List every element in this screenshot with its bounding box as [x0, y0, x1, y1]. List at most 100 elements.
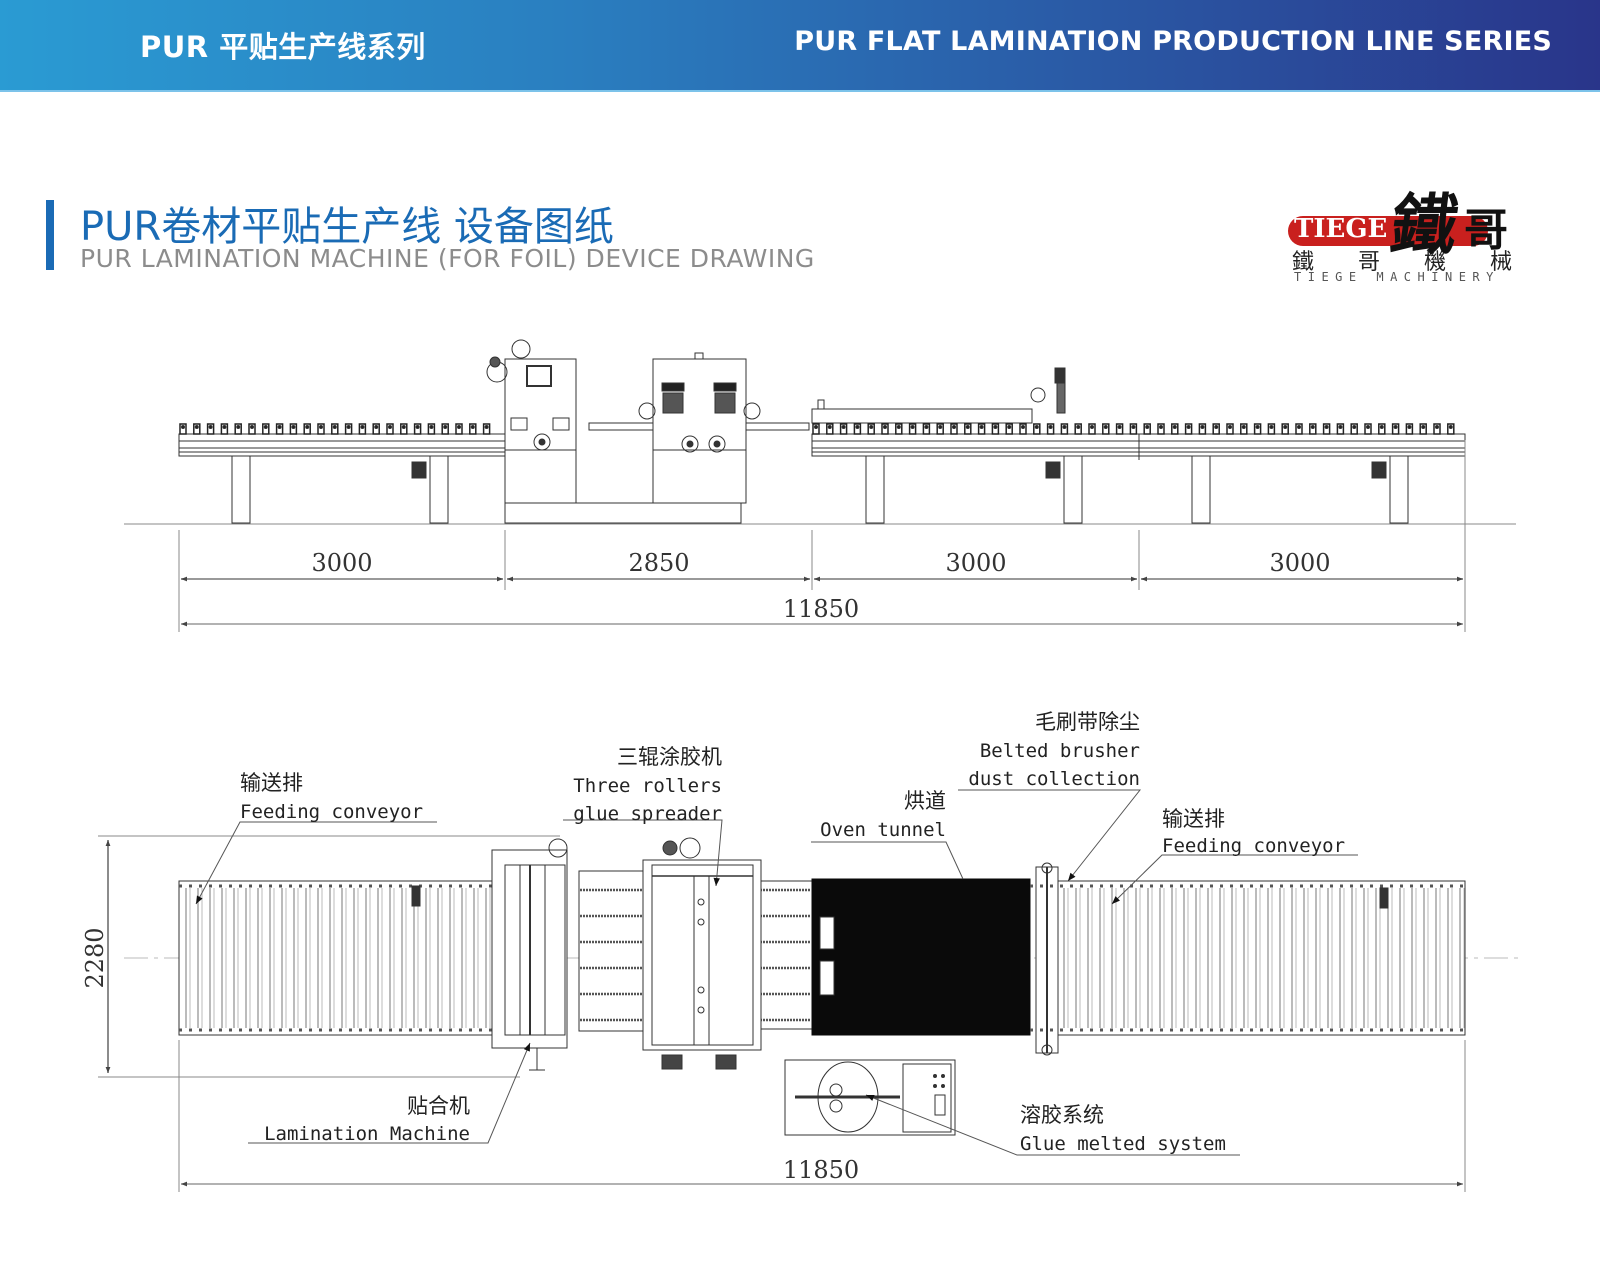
- roller-axle: [319, 425, 323, 429]
- side-lamination-machine: [486, 339, 577, 523]
- roller-axle: [1090, 425, 1094, 429]
- roller-axle: [346, 425, 351, 429]
- label-glue-melted-en: Glue melted system: [1020, 1133, 1226, 1155]
- roller-axle: [869, 425, 874, 429]
- logo-subtitle: TIEGE MACHINERY: [1294, 270, 1500, 284]
- roller-axle: [277, 425, 282, 429]
- label-feeding-conveyor-right-en: Feeding conveyor: [1162, 835, 1345, 857]
- side-rollers-left: [179, 423, 491, 435]
- top-conveyor-left: [178, 880, 506, 1036]
- banner-title-cn: PUR 平贴生产线系列: [140, 30, 426, 64]
- roller-axle: [194, 425, 199, 429]
- roller-axle: [1200, 425, 1205, 429]
- roller-axle: [1021, 425, 1025, 429]
- label-glue-spreader-cn: 三辊涂胶机: [617, 745, 722, 769]
- transfer-rail: [588, 422, 654, 431]
- dim-segment-4: 3000: [1269, 549, 1330, 577]
- roller-axle: [979, 425, 984, 429]
- roller-axle: [1048, 425, 1053, 429]
- dim-segment-3: 3000: [945, 549, 1006, 577]
- top-glue-spreader: [642, 837, 762, 1070]
- top-slats-left: [185, 888, 491, 1028]
- label-lamination-machine-en: Lamination Machine: [264, 1123, 470, 1145]
- roller-axle: [250, 425, 254, 429]
- roller-axle: [1435, 425, 1439, 429]
- roller-axle: [841, 425, 846, 429]
- roller-axle: [374, 425, 379, 429]
- roller-axle: [1283, 425, 1288, 429]
- roller-axle: [470, 425, 475, 429]
- roller-axle: [222, 425, 227, 429]
- motor-icon: [1379, 887, 1389, 909]
- dim-width-2280: 2280: [81, 927, 109, 988]
- roller-axle: [1269, 425, 1274, 429]
- transfer-rail: [740, 422, 810, 431]
- roller-axle: [1352, 425, 1357, 429]
- roller-axle: [429, 425, 434, 429]
- label-glue-melted-cn: 溶胶系统: [1020, 1103, 1104, 1127]
- roller-axle: [1338, 425, 1343, 429]
- conveyor-leg: [1389, 455, 1409, 524]
- side-conveyor-left: [178, 423, 506, 524]
- roller-axle: [1448, 425, 1453, 429]
- motor-icon: [411, 461, 427, 479]
- header-banner: PUR 平贴生产线系列 PUR FLAT LAMINATION PRODUCTI…: [0, 0, 1600, 92]
- conveyor-leg: [429, 455, 449, 524]
- roller-axle: [814, 425, 818, 429]
- leader-lines: [195, 789, 1358, 1156]
- logo-brush-char-2: 哥: [1464, 205, 1508, 256]
- roller-axle: [1062, 425, 1067, 429]
- banner-title-en: PUR FLAT LAMINATION PRODUCTION LINE SERI…: [794, 26, 1552, 57]
- machine-base: [504, 502, 742, 524]
- conveyor-leg: [1191, 455, 1211, 524]
- roller-axle: [332, 425, 337, 429]
- top-view: [98, 789, 1520, 1192]
- dim-segment-1: 3000: [311, 549, 372, 577]
- dim-segment-2: 2850: [628, 549, 689, 577]
- side-rollers-right: [812, 423, 1455, 435]
- roller-axle: [993, 425, 998, 429]
- logo-cn-char: 械: [1489, 250, 1512, 275]
- label-glue-spreader-en-2: glue spreader: [573, 803, 722, 825]
- roller-axle: [1034, 425, 1039, 429]
- label-feeding-conveyor-left-en: Feeding conveyor: [240, 801, 423, 823]
- conveyor-leg: [865, 455, 885, 524]
- dim-total-side: 11850: [783, 595, 859, 623]
- oven-window: [819, 960, 835, 996]
- roller-axle: [208, 425, 213, 429]
- label-glue-spreader-en-1: Three rollers: [573, 775, 722, 797]
- roller-axle: [1131, 425, 1136, 429]
- roller-axle: [883, 425, 887, 429]
- roller-axle: [910, 425, 915, 429]
- title-accent-bar: [46, 200, 54, 270]
- roller-axle: [1366, 425, 1370, 429]
- label-brusher-en-1: Belted brusher: [980, 740, 1140, 762]
- roller-axle: [896, 425, 901, 429]
- oven-tunnel-block: [811, 878, 1031, 1036]
- roller-axle: [443, 425, 448, 429]
- logo-cn-char: 機: [1423, 250, 1446, 275]
- page-subtitle: PUR LAMINATION MACHINE (FOR FOIL) DEVICE…: [80, 244, 815, 273]
- conveyor-leg: [231, 455, 251, 524]
- label-brusher-cn: 毛刷带除尘: [1035, 710, 1140, 734]
- label-brusher-en-2: dust collection: [968, 768, 1140, 790]
- logo-brand-cn: 鐵 哥 機 械: [1292, 244, 1512, 276]
- roller-axle: [305, 425, 310, 429]
- logo-cn-char: 哥: [1357, 250, 1380, 275]
- logo-red-pill: [1288, 216, 1488, 246]
- label-oven-tunnel-cn: 烘道: [904, 789, 946, 813]
- roller-axle: [1379, 425, 1384, 429]
- roller-axle: [855, 425, 860, 429]
- label-oven-tunnel-en: Oven tunnel: [820, 819, 946, 841]
- roller-axle: [360, 425, 365, 429]
- roller-axle: [938, 425, 943, 429]
- side-view: [124, 339, 1516, 632]
- logo-brand-en: TIEGE: [1294, 214, 1388, 244]
- roller-axle: [388, 425, 392, 429]
- roller-axle: [1007, 425, 1012, 429]
- roller-axle: [1310, 425, 1315, 429]
- side-glue-spreader: [638, 352, 761, 504]
- roller-axle: [1103, 425, 1108, 429]
- roller-axle: [1076, 425, 1081, 429]
